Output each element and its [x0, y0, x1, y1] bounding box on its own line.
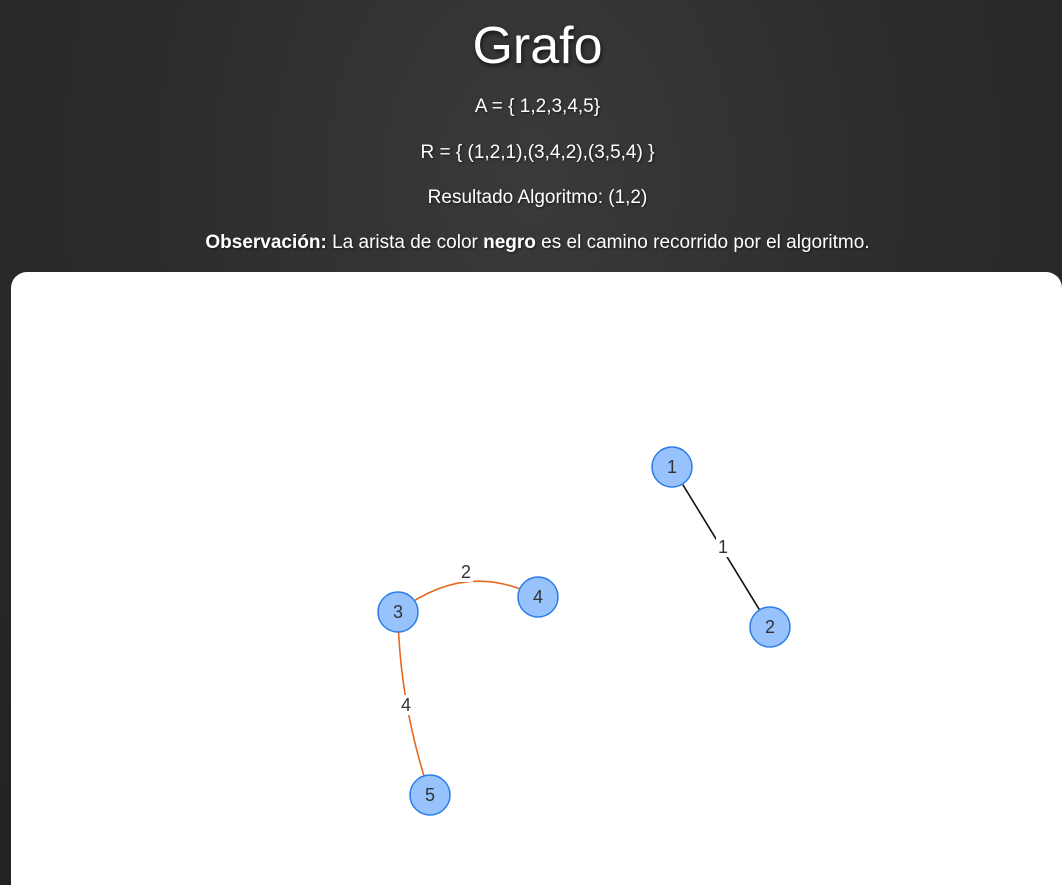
- set-a-text: A = { 1,2,3,4,5}: [474, 96, 601, 117]
- node-5[interactable]: 5: [409, 774, 451, 816]
- edge-label-bg-1-2: [716, 537, 730, 557]
- observation-text-1: La arista de color: [326, 232, 484, 253]
- node-label-5: 5: [425, 785, 435, 805]
- page-title: Grafo: [472, 17, 603, 75]
- node-circle-4[interactable]: [517, 576, 559, 618]
- edge-3-4[interactable]: [397, 580, 539, 613]
- graph-canvas[interactable]: 1 2 4 1 2 3 4 5: [11, 272, 1062, 885]
- set-r-text: R = { (1,2,1),(3,4,2),(3,5,4) }: [420, 142, 655, 163]
- node-2[interactable]: 2: [749, 606, 791, 648]
- edge-label-bg-3-5: [399, 695, 413, 715]
- node-circle-2[interactable]: [749, 606, 791, 648]
- graph-svg[interactable]: 1 2 4 1 2 3 4 5: [11, 272, 1062, 885]
- observation-text: Observación: La arista de color negro es…: [0, 231, 1062, 255]
- node-label-1: 1: [667, 457, 677, 477]
- edge-weight-label-3-4: 2: [461, 562, 471, 582]
- node-4[interactable]: 4: [517, 576, 559, 618]
- node-label-3: 3: [393, 602, 403, 622]
- node-circle-3[interactable]: [377, 591, 419, 633]
- edge-weight-label-3-5: 4: [401, 695, 411, 715]
- observation-text-2: es el camino recorrido por el algoritmo.: [535, 232, 870, 253]
- node-3[interactable]: 3: [377, 591, 419, 633]
- node-label-2: 2: [765, 617, 775, 637]
- edge-label-bg-3-4: [459, 562, 473, 582]
- edge-weight-label-1-2: 1: [718, 537, 728, 557]
- algorithm-result-text: Resultado Algoritmo: (1,2): [427, 187, 648, 208]
- header: Grafo A = { 1,2,3,4,5} R = { (1,2,1),(3,…: [0, 0, 1062, 272]
- node-circle-5[interactable]: [409, 774, 451, 816]
- node-circle-1[interactable]: [651, 446, 693, 488]
- observation-label: Observación:: [205, 232, 327, 253]
- node-1[interactable]: 1: [651, 446, 693, 488]
- observation-bold: negro: [483, 232, 536, 253]
- node-label-4: 4: [533, 587, 543, 607]
